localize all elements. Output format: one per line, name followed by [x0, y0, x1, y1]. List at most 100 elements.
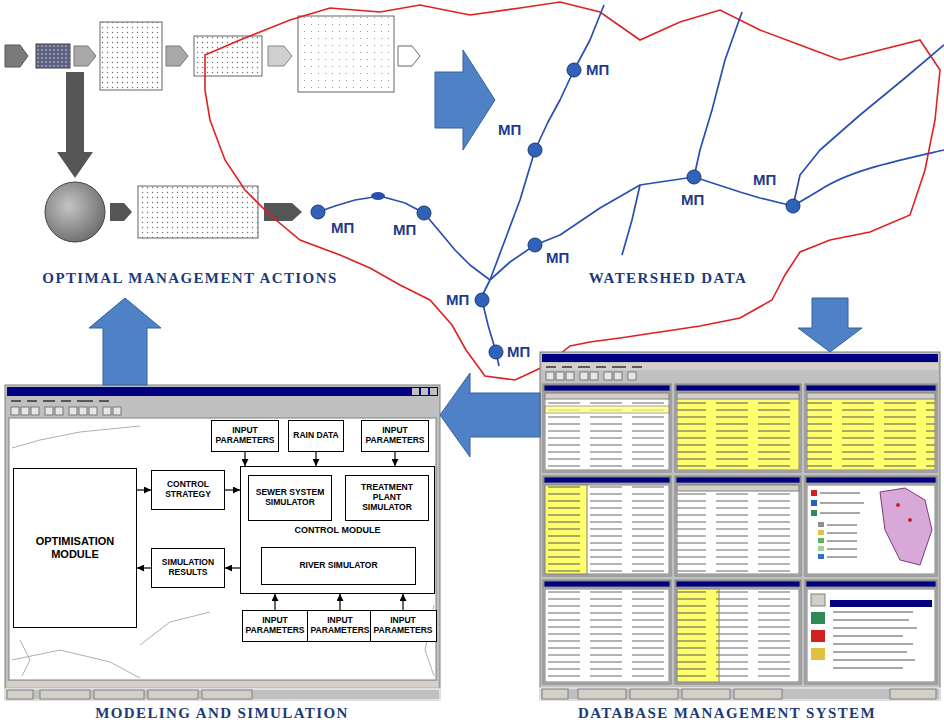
box-label: OPTIMISATION MODULE: [16, 535, 134, 560]
flow-arrow: [440, 373, 540, 457]
module-heading: CONTROL MODULE: [241, 525, 434, 536]
database-screenshot: [544, 477, 670, 483]
database-screenshot: [604, 372, 612, 380]
process-schematic: [36, 44, 70, 68]
monitoring-point: [528, 238, 542, 252]
section-heading: DATABASE MANAGEMENT SYSTEM: [578, 705, 876, 722]
modeling-screenshot: [55, 407, 63, 415]
flow-arrow: [435, 50, 495, 150]
database-panel: DATABASE MANAGEMENT SYSTEM: [540, 352, 940, 722]
monitoring-point-label: МП: [680, 192, 705, 208]
database-screenshot: [676, 581, 800, 587]
box-label: INPUT PARAMETERS: [214, 426, 276, 446]
database-screenshot: [540, 352, 940, 700]
database-screenshot: [545, 393, 669, 399]
monitoring-point-label: МП: [445, 292, 470, 308]
database-screenshot: [677, 393, 799, 470]
signal-arrow: [274, 594, 275, 610]
modeling-panel: INPUT PARAMETERS RAIN DATA INPUT PARAMETER…: [5, 385, 440, 722]
box-label: SIMULATION RESULTS: [154, 558, 222, 578]
database-screenshot: [676, 477, 800, 483]
modeling-screenshot: [20, 640, 30, 676]
section-heading: OPTIMAL MANAGEMENT ACTIONS: [42, 270, 337, 287]
box-label: RAIN DATA: [293, 431, 338, 441]
modeling-screenshot: [12, 650, 140, 678]
database-screenshot: [677, 589, 799, 682]
simulator-box: TREATMENT PLANT SIMULATOR: [345, 475, 429, 521]
modeling-screenshot: [148, 690, 198, 699]
database-screenshot: [546, 372, 636, 380]
process-schematic: [298, 16, 394, 92]
database-screenshot: [675, 580, 801, 684]
map-legend-sample: [820, 493, 864, 557]
process-schematic: [264, 203, 302, 221]
signal-arrow: [225, 489, 240, 490]
river: [490, 150, 944, 280]
file-list-sample: [833, 612, 917, 668]
database-screenshot: [545, 485, 669, 574]
monitoring-point-label: МП: [506, 344, 531, 360]
signal-arrow: [244, 452, 245, 466]
modeling-screenshot: [430, 388, 437, 395]
box-label: INPUT PARAMETERS: [373, 616, 434, 636]
signal-arrow: [402, 594, 403, 610]
box-label: INPUT PARAMETERS: [364, 426, 426, 446]
database-screenshot: [543, 580, 671, 684]
watershed-map: [205, 2, 944, 380]
monitoring-point-label: МП: [330, 220, 355, 236]
monitoring-point-label: МП: [497, 122, 522, 138]
monitoring-point: [567, 63, 581, 77]
database-screenshot: [545, 589, 669, 682]
signal-arrow: [225, 567, 240, 568]
monitoring-point: [786, 199, 800, 213]
database-screenshot: [542, 363, 938, 370]
process-schematic: [57, 72, 93, 178]
file-list-sample: [811, 594, 932, 668]
flow-arrow: [798, 298, 862, 352]
database-screenshot: [805, 580, 937, 684]
river: [694, 12, 742, 177]
modeling-screenshot: [89, 407, 97, 415]
section-heading: MODELING AND SIMULATION: [95, 705, 349, 722]
database-screenshot: [805, 476, 937, 576]
box-label: INPUT PARAMETERS: [310, 616, 371, 636]
box-label: INPUT PARAMETERS: [245, 616, 306, 636]
process-schematic: [5, 16, 420, 242]
signal-arrow: [137, 567, 151, 568]
modeling-screenshot: [5, 385, 440, 700]
database-screenshot: [807, 485, 935, 574]
input-box: RAIN DATA: [288, 420, 344, 452]
map-legend-sample: [880, 488, 932, 565]
river: [793, 45, 944, 206]
database-screenshot: [805, 384, 937, 472]
modeling-screenshot: [11, 400, 109, 401]
process-schematic: [398, 46, 420, 66]
database-screenshot: [682, 689, 730, 699]
database-screenshot: [807, 393, 935, 470]
input-box: INPUT PARAMETERS: [211, 420, 279, 452]
database-screenshot: [566, 372, 574, 380]
box-label: SEWER SYSTEM SIMULATOR: [251, 488, 329, 508]
modeling-screenshot: [9, 418, 436, 680]
input-box: INPUT PARAMETERS: [307, 610, 374, 642]
database-screenshot: [628, 372, 636, 380]
map-legend-sample: [818, 522, 824, 527]
modeling-screenshot: [421, 388, 428, 395]
input-box: INPUT PARAMETERS: [370, 610, 437, 642]
database-screenshot: [545, 406, 669, 413]
file-list-sample: [811, 630, 825, 642]
database-screenshot: [542, 689, 568, 699]
modeling-screenshot: [45, 407, 53, 415]
input-box: INPUT PARAMETERS: [242, 610, 309, 642]
section-heading: WATERSHED DATA: [589, 270, 747, 287]
map-legend-sample: [811, 510, 817, 516]
monitoring-point: [475, 293, 489, 307]
box-label: TREATMENT PLANT SIMULATOR: [348, 483, 426, 512]
map-legend-sample: [908, 518, 912, 522]
results-box: SIMULATION RESULTS: [151, 548, 225, 588]
modeling-screenshot: [69, 407, 77, 415]
modeling-screenshot: [202, 690, 252, 699]
modeling-screenshot: [103, 407, 111, 415]
